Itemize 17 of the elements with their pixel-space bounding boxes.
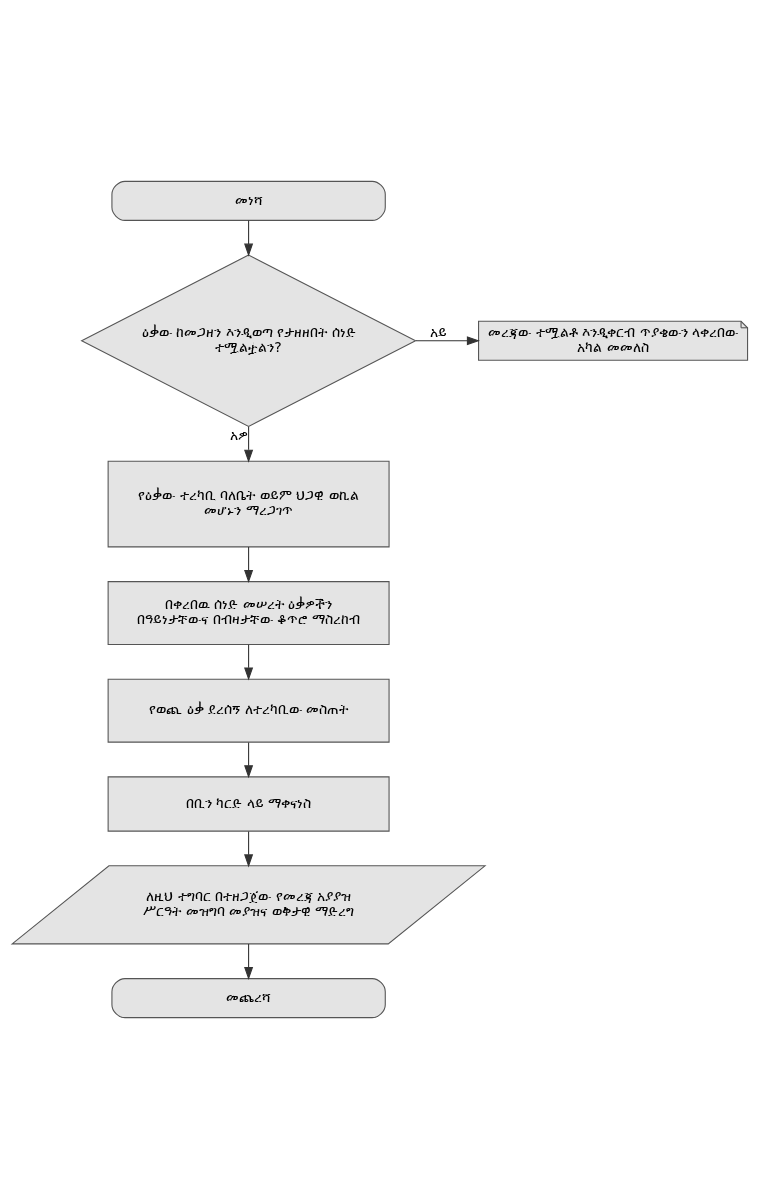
node-box: መነሻ	[111, 180, 386, 221]
edge-label: አዎ	[230, 426, 249, 443]
arrow	[244, 644, 254, 681]
arrow	[244, 220, 254, 257]
node-diamond: ዕቃው ከመጋዘን እንዲወጣ የታዘዘበት ሰነድ ተሟልቷልን?	[80, 254, 417, 428]
node-box: መጨረሻ	[111, 978, 386, 1019]
arrow	[244, 830, 254, 868]
node-box: የዕቃው ተረካቢ ባለቤት ወይም ህጋዊ ወኪል መሆኑን ማረጋገጥ	[107, 460, 390, 548]
arrow	[244, 426, 254, 463]
edge-label: አይ	[429, 323, 447, 340]
arrow	[244, 742, 254, 779]
node-box: በቢን ካርድ ላይ ማቀናነስ	[107, 776, 390, 832]
arrow	[244, 546, 254, 584]
node-box: በቀረበዉ ሰነድ መሠረት ዕቃዎችን በዓይነታቸውና በብዛታቸው ቆጥሮ ማስረከብ	[107, 581, 390, 646]
arrow	[415, 336, 480, 346]
arrow	[244, 943, 254, 981]
node-box: የወጪ ዕቃ ደረሰኝ ለተረካቢው መስጠት	[107, 678, 390, 743]
